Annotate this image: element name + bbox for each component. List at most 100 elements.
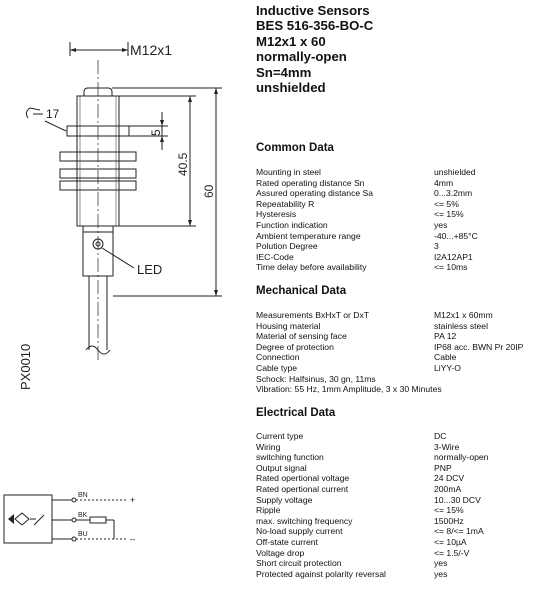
row-value: PNP: [434, 462, 452, 473]
row-value: 1500Hz: [434, 515, 464, 526]
row-value: -40...+85°C: [434, 230, 478, 241]
row-value: 3: [434, 241, 439, 252]
title-line: Sn=4mm: [256, 64, 312, 80]
dim40-label: 40.5: [176, 152, 190, 176]
row-note: Schock: Halfsinus, 30 gn, 11ms: [256, 373, 376, 384]
row-key: Material of sensing face: [256, 331, 347, 342]
row-key: Function indication: [256, 219, 328, 230]
plus-label: +: [130, 495, 135, 505]
table-row: Mounting in steel unshielded: [256, 167, 551, 178]
row-key: Mounting in steel: [256, 167, 321, 177]
led-label: LED: [137, 262, 162, 277]
row-value: Cable: [434, 352, 457, 363]
row-value: 200mA: [434, 483, 462, 494]
row-value: <= 8/<= 1mA: [434, 526, 484, 537]
wrench-size-label: 17: [46, 107, 60, 121]
row-key: No-load supply current: [256, 526, 343, 537]
row-key: Time delay before availability: [256, 262, 367, 273]
row-value: yes: [434, 558, 448, 569]
table-row: Off-state current<= 10µA: [256, 537, 551, 548]
row-value: I2A12AP1: [434, 251, 473, 262]
terminal-bn: [71, 497, 77, 503]
row-value: 24 DCV: [434, 473, 465, 484]
row-key: max. switching frequency: [256, 515, 353, 526]
row-value: <= 5%: [434, 198, 459, 209]
row-key: Ripple: [256, 505, 281, 516]
section-heading-common: Common Data: [256, 142, 334, 154]
row-value: 3-Wire: [434, 441, 460, 452]
table-row: Repeatability R <= 5%: [256, 199, 551, 210]
table-row: Measurements BxHxT or DxT M12x1 x 60mm: [256, 310, 551, 321]
led-leader: [101, 247, 135, 269]
product-title: Inductive Sensors BES 516-356-BO-C M12x1…: [256, 3, 373, 95]
title-line: unshielded: [256, 80, 326, 96]
row-value: <= 15%: [434, 209, 464, 220]
table-row: Protected against polarity reversal yes: [256, 569, 551, 580]
row-value: unshielded: [434, 167, 476, 177]
thread-label: M12x1: [130, 42, 172, 58]
table-row: Time delay before availability <= 10ms: [256, 262, 551, 273]
row-key: Polution Degree: [256, 241, 318, 252]
sensor-symbol-box: [3, 494, 53, 544]
dim5-arrow-bottom: [160, 136, 164, 142]
dim60-label: 60: [202, 184, 216, 198]
row-key: Voltage drop: [256, 547, 305, 558]
table-row: Degree of protection IP68 acc. BWN Pr 20I…: [256, 342, 551, 353]
section-heading-mechanical: Mechanical Data: [256, 285, 347, 297]
wrench-leader: [44, 120, 67, 132]
dim5-label: 5: [149, 129, 163, 136]
table-row: Function indication yes: [256, 220, 551, 231]
terminal-bu: [71, 536, 77, 542]
table-row: Voltage drop<= 1.5/-V: [256, 548, 551, 559]
table-row: Vibration: 55 Hz, 1mm Amplitude, 3 x 30 …: [256, 384, 551, 395]
table-row: Connection Cable: [256, 352, 551, 363]
title-line: BES 516-356-BO-C: [256, 18, 374, 34]
terminal-bk: [71, 517, 77, 523]
dim60-arrow-bottom: [214, 290, 218, 296]
minus-label: –: [130, 534, 135, 544]
row-key: Degree of protection: [256, 341, 334, 352]
row-key: Supply voltage: [256, 494, 313, 505]
row-value: M12x1 x 60mm: [434, 310, 493, 320]
row-key: Protected against polarity reversal: [256, 568, 386, 579]
row-key: Cable type: [256, 362, 298, 373]
row-key: Rated operating distance Sn: [256, 177, 365, 188]
load-resistor: [89, 516, 107, 524]
table-row: Ripple <= 15%: [256, 505, 551, 516]
thread-dim-arrow-right: [122, 48, 128, 52]
row-value: <= 15%: [434, 505, 464, 516]
row-value: stainless steel: [434, 320, 488, 331]
row-value: normally-open: [434, 452, 489, 463]
dim60-arrow-top: [214, 88, 218, 94]
row-key: Hysteresis: [256, 209, 297, 220]
mechanical-data-table: Measurements BxHxT or DxT M12x1 x 60mm Ho…: [256, 310, 551, 395]
row-key: Rated opertional current: [256, 483, 349, 494]
row-value: IP68 acc. BWN Pr 20IP: [434, 341, 524, 352]
dim5-arrow-top: [160, 120, 164, 126]
row-key: Assured operating distance Sa: [256, 188, 374, 199]
table-row: Ambient temperature range-40...+85°C: [256, 231, 551, 242]
row-value: yes: [434, 568, 448, 579]
row-value: 0...3.2mm: [434, 188, 473, 199]
row-key: Measurements BxHxT or DxT: [256, 310, 370, 320]
title-line: M12x1 x 60: [256, 33, 326, 49]
row-value: 4mm: [434, 177, 454, 188]
table-row: max. switching frequency 1500Hz: [256, 516, 551, 527]
row-key: Output signal: [256, 462, 307, 473]
table-row: Polution Degree 3: [256, 241, 551, 252]
row-value: LiYY-O: [434, 362, 461, 373]
switch-contact: [33, 514, 45, 526]
row-value: yes: [434, 219, 448, 230]
row-key: Repeatability R: [256, 198, 315, 209]
row-value: <= 10ms: [434, 262, 468, 273]
row-key: Wiring: [256, 441, 281, 452]
wrench-icon: [25, 107, 41, 119]
table-row: Output signal PNP: [256, 463, 551, 474]
row-key: Connection: [256, 352, 300, 363]
